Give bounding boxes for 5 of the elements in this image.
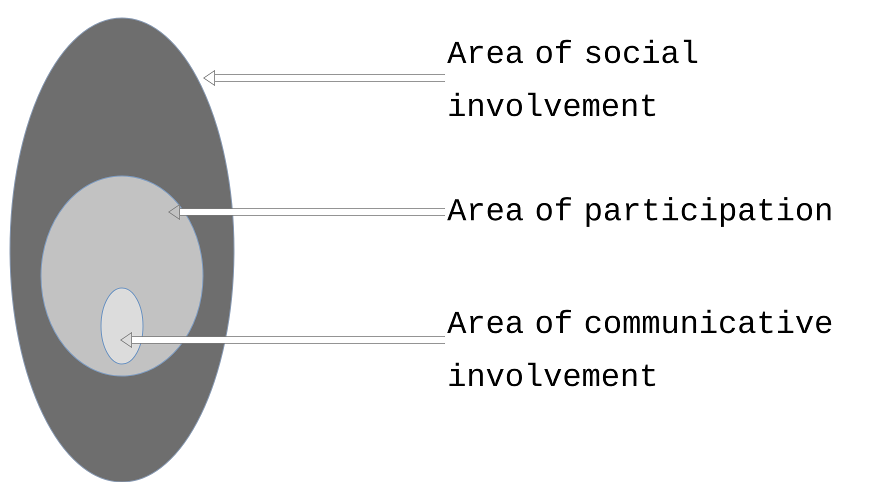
ellipse-area [40,176,204,376]
text-label: Area of social involvement [447,40,698,116]
text-label: Area of communicative involvement [447,310,832,386]
ellipse-area [100,288,144,364]
text-label: Area of participation [447,197,830,227]
